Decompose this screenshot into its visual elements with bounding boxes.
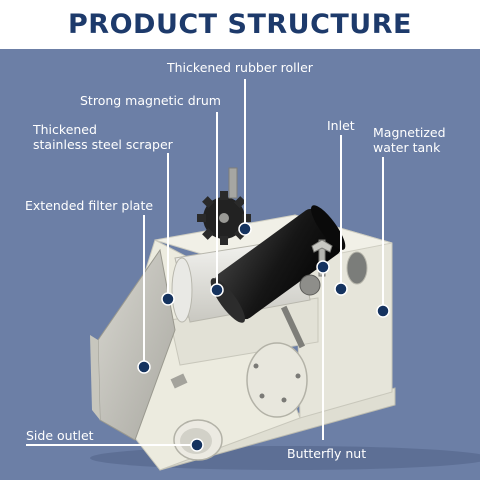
label-rubber-roller: Thickened rubber roller [167,60,313,75]
marker-magnetic-drum [211,284,223,296]
label-magnetic-drum: Strong magnetic drum [80,93,221,108]
marker-rubber-roller [239,223,251,235]
marker-butterfly-nut [317,261,329,273]
marker-side-outlet [191,439,203,451]
label-butterfly-nut: Butterfly nut [287,446,366,461]
marker-scraper [162,293,174,305]
label-inlet: Inlet [327,118,355,133]
label-side-outlet: Side outlet [26,428,94,443]
label-filter-plate: Extended filter plate [25,198,153,213]
marker-inlet [335,283,347,295]
label-tank-line2: water tank [373,140,440,155]
label-tank-line1: Magnetized [373,125,446,140]
label-scraper-line1: Thickened [33,122,97,137]
label-scraper-line2: stainless steel scraper [33,137,173,152]
marker-filter-plate [138,361,150,373]
marker-water-tank [377,305,389,317]
